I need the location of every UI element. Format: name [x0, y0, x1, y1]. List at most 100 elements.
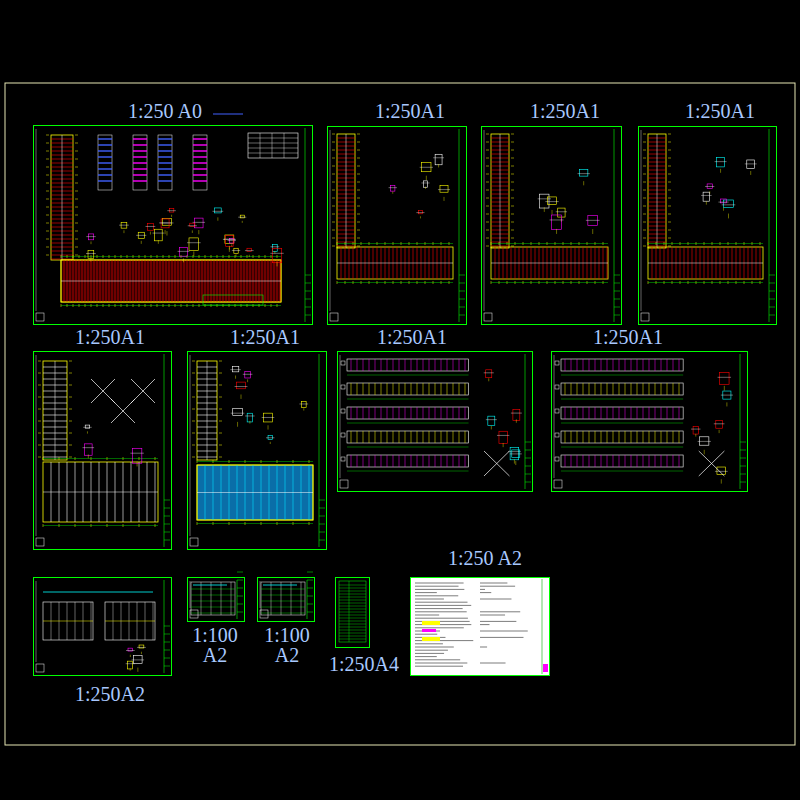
cad-line	[619, 407, 620, 419]
cad-line	[274, 251, 275, 253]
cad-line	[219, 373, 222, 374]
cad-rect	[337, 247, 453, 279]
cad-line	[577, 431, 578, 443]
cad-rect	[36, 313, 44, 321]
cad-rect	[340, 480, 348, 488]
cad-line	[46, 255, 49, 256]
cad-line	[369, 455, 370, 467]
cad-line	[655, 455, 656, 467]
cad-line	[188, 225, 197, 226]
cad-line	[319, 354, 320, 547]
cad-line	[375, 359, 376, 371]
cad-line	[332, 158, 335, 159]
cad-line	[433, 157, 444, 158]
cad-line	[159, 222, 171, 223]
cad-line	[393, 455, 394, 467]
cad-line	[441, 383, 442, 395]
cad-line	[484, 451, 509, 476]
cad-line	[417, 455, 418, 467]
cad-line	[105, 621, 155, 622]
cad-line	[511, 142, 514, 143]
cad-line	[46, 151, 49, 152]
cad-rect	[717, 158, 725, 167]
cad-line	[307, 580, 313, 581]
cad-line	[480, 624, 490, 625]
cad-line	[486, 182, 489, 183]
cad-line	[319, 532, 325, 533]
cad-line	[619, 383, 620, 395]
cad-line	[369, 407, 370, 419]
cad-line	[237, 596, 243, 597]
cad-rect	[491, 134, 509, 248]
cad-line	[480, 599, 511, 600]
cad-line	[721, 479, 722, 483]
cad-rect	[716, 420, 723, 428]
cad-line	[661, 455, 662, 467]
cad-line	[133, 174, 147, 175]
cad-line	[332, 182, 335, 183]
cad-line	[595, 455, 596, 467]
cad-line	[261, 613, 305, 614]
cad-line	[387, 359, 388, 371]
cad-line	[237, 580, 238, 619]
cad-rect	[510, 447, 519, 459]
cad-rect	[272, 244, 277, 251]
cad-line	[369, 359, 370, 371]
cad-line	[601, 455, 602, 467]
cad-line	[720, 169, 721, 173]
cad-line	[655, 383, 656, 395]
cad-line	[668, 166, 671, 167]
cad-line	[46, 135, 49, 136]
cad-line	[270, 253, 283, 254]
cad-line	[36, 355, 37, 536]
cad-line	[46, 199, 49, 200]
cad-line	[565, 407, 566, 419]
cad-line	[405, 359, 406, 371]
cad-line	[643, 158, 646, 159]
cad-rect	[347, 455, 469, 467]
cad-line	[387, 455, 388, 467]
cad-line	[637, 431, 638, 443]
cad-line	[98, 168, 112, 169]
cad-line	[231, 244, 232, 246]
sheet-drawing	[554, 354, 746, 489]
cad-line	[363, 455, 364, 467]
cad-line	[347, 471, 469, 472]
cad-line	[38, 385, 41, 386]
cad-line	[130, 655, 131, 657]
cad-line	[126, 650, 135, 651]
cad-line	[601, 431, 602, 443]
cad-line	[484, 130, 485, 311]
cad-line	[133, 144, 147, 145]
cad-line	[459, 129, 460, 322]
cad-line	[641, 130, 642, 311]
cad-line	[198, 230, 199, 234]
cad-line	[673, 359, 674, 371]
cad-line	[339, 633, 366, 634]
cad-line	[525, 450, 531, 451]
cad-line	[673, 431, 674, 443]
cad-line	[613, 359, 614, 371]
cad-line	[723, 208, 724, 211]
cad-line	[643, 246, 646, 247]
cad-line	[740, 466, 746, 467]
cad-line	[480, 583, 507, 584]
cad-line	[405, 407, 406, 419]
cad-line	[307, 580, 308, 619]
cad-line	[46, 183, 49, 184]
cad-line	[363, 407, 364, 419]
cad-line	[511, 413, 522, 414]
cad-line	[339, 603, 366, 604]
cad-rect	[155, 229, 163, 241]
cad-line	[75, 215, 78, 216]
cad-line	[649, 359, 650, 371]
cad-line	[43, 525, 158, 526]
cad-line	[133, 180, 147, 181]
cad-line	[614, 129, 615, 322]
cad-rect	[226, 235, 233, 246]
cad-rect	[341, 361, 345, 365]
cad-line	[625, 407, 626, 419]
cad-line	[673, 383, 674, 395]
cad-line	[277, 262, 278, 267]
cad-rect	[197, 465, 313, 520]
